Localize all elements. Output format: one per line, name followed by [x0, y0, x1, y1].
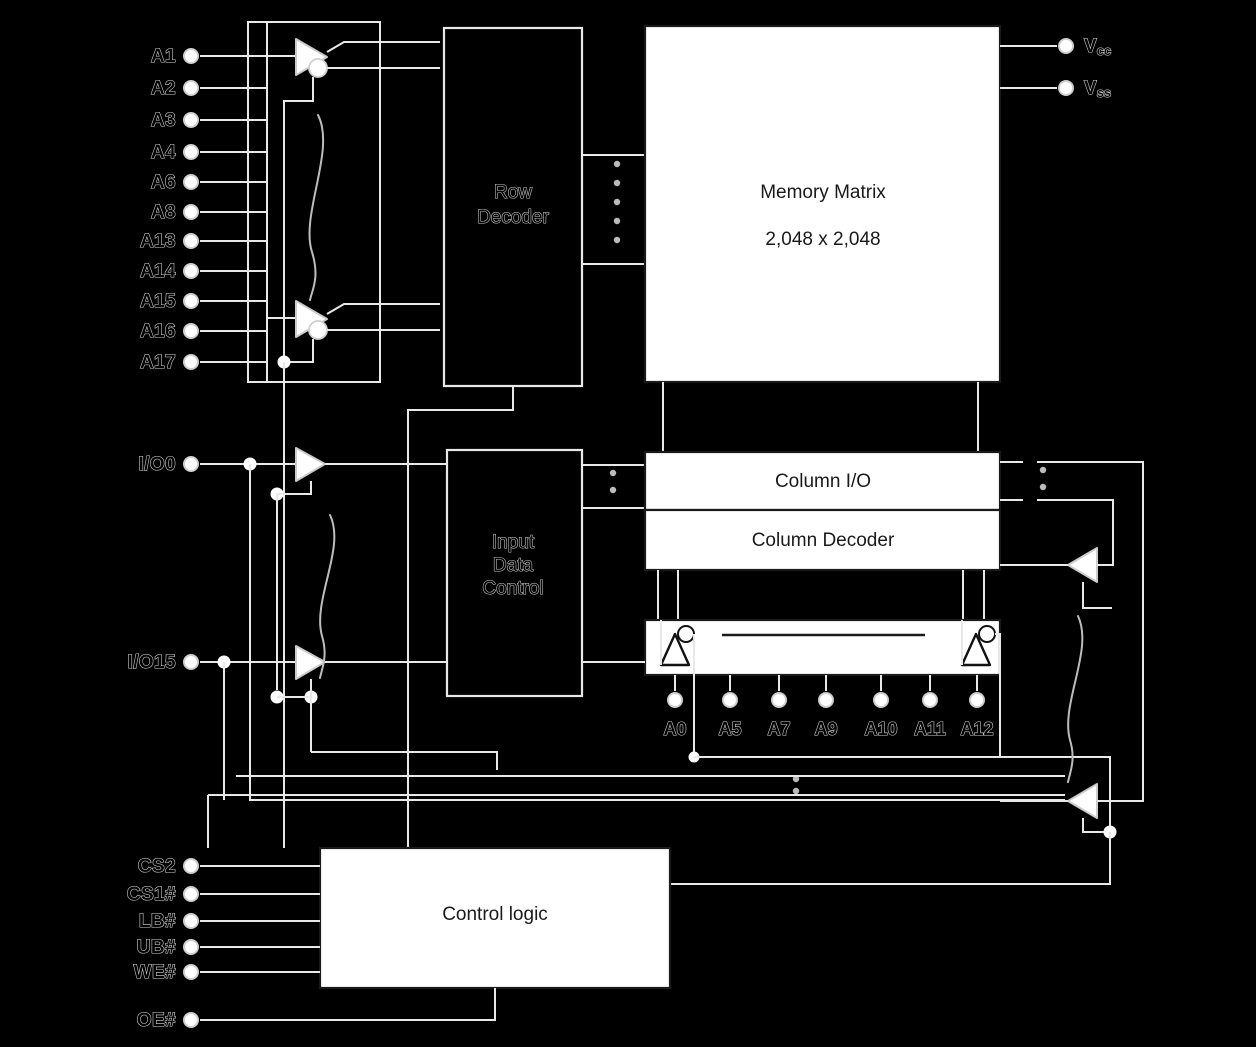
pin-label-a9: A9 — [814, 719, 837, 739]
pin-label-cs2: CS2 — [138, 856, 176, 877]
row-decoder-block: Row Decoder — [442, 26, 584, 388]
address-pin-wires — [200, 55, 267, 363]
control-pin-circles — [183, 858, 199, 1028]
pin-label-a13: A13 — [140, 231, 176, 252]
pin-label-a12: A12 — [960, 719, 993, 739]
a0-return-bus — [688, 675, 1111, 832]
io-buffer-ellipsis — [319, 514, 336, 679]
row-decoder-label-2: Decoder — [477, 207, 549, 228]
column-address-circles — [667, 692, 985, 708]
pin-label-a7: A7 — [767, 719, 790, 739]
column-io-right-dots — [1039, 466, 1047, 491]
address-buffer-top — [267, 38, 440, 362]
memory-matrix-block: Memory Matrix 2,048 x 2,048 — [643, 24, 1002, 384]
column-io-label: Column I/O — [775, 471, 871, 492]
input-data-control-block: Input Data Control — [445, 448, 584, 698]
column-decoder-to-sense — [657, 570, 985, 620]
return-bus-dots — [792, 775, 800, 795]
memory-matrix-label-2: 2,048 x 2,048 — [765, 229, 880, 250]
pin-label-ub: UB# — [137, 937, 176, 958]
io0-input-path — [183, 447, 447, 690]
pin-label-vcc: Vcc — [1084, 36, 1111, 58]
control-logic-block: Control logic — [318, 846, 672, 990]
row-decoder-label-1: Row — [494, 182, 532, 203]
pin-label-a2: A2 — [151, 78, 176, 99]
data-return-bus-lines — [207, 751, 1065, 848]
address-pin-circles — [183, 48, 199, 370]
sense-inverter-right — [960, 620, 1001, 675]
pin-label-a6: A6 — [151, 172, 176, 193]
pin-label-io0: I/O0 — [138, 454, 176, 475]
pin-label-a17: A17 — [140, 352, 176, 373]
pin-label-a4: A4 — [151, 142, 176, 163]
pin-label-cs1: CS1# — [127, 884, 176, 905]
pin-label-vss: Vss — [1084, 78, 1111, 100]
pin-label-a15: A15 — [140, 291, 176, 312]
column-io-right-feed — [1000, 461, 1023, 501]
pin-label-a0: A0 — [663, 719, 686, 739]
pin-label-a11: A11 — [914, 719, 946, 739]
control-pin-wires — [200, 865, 496, 1021]
input-data-control-label-3: Control — [482, 578, 543, 599]
pin-label-io15: I/O15 — [128, 652, 177, 673]
pin-label-a14: A14 — [140, 261, 176, 282]
output-buffer-ellipsis — [1067, 615, 1084, 783]
pin-label-a1: A1 — [151, 46, 176, 67]
pin-label-oe: OE# — [137, 1010, 176, 1031]
input-data-control-label-2: Data — [493, 555, 534, 576]
pin-label-a16: A16 — [140, 321, 176, 342]
address-bus-to-row-decoder — [380, 41, 440, 331]
address-buffer-ellipsis — [308, 114, 325, 301]
matrix-to-column-io — [662, 382, 979, 452]
output-buffer-upper — [1000, 499, 1114, 609]
row-decoder-matrix-connector — [582, 154, 645, 265]
address-buffer-bottom — [267, 300, 440, 369]
column-decoder-label: Column Decoder — [752, 530, 895, 551]
pin-label-a10: A10 — [864, 719, 897, 739]
sense-amp-bar — [643, 618, 1002, 677]
column-io-block: Column I/O — [643, 450, 1002, 512]
control-logic-label: Control logic — [442, 904, 548, 925]
io15-input-path — [183, 645, 447, 800]
address-buffer-frame — [247, 21, 381, 383]
pin-label-a8: A8 — [151, 202, 176, 223]
power-pin-wires — [1000, 38, 1074, 96]
pin-label-we: WE# — [134, 962, 176, 983]
row-decoder-feedback — [407, 386, 514, 848]
pin-label-a5: A5 — [718, 719, 741, 739]
input-data-control-label-1: Input — [492, 532, 535, 553]
sense-inverter-left — [659, 620, 695, 675]
output-buffer-lower — [670, 461, 1144, 885]
column-address-wires — [674, 675, 978, 691]
pin-label-a3: A3 — [151, 110, 176, 131]
column-decoder-block: Column Decoder — [643, 508, 1002, 572]
pin-label-lb: LB# — [139, 911, 176, 932]
memory-matrix-label-1: Memory Matrix — [760, 182, 886, 203]
idc-to-column-io — [582, 464, 645, 509]
